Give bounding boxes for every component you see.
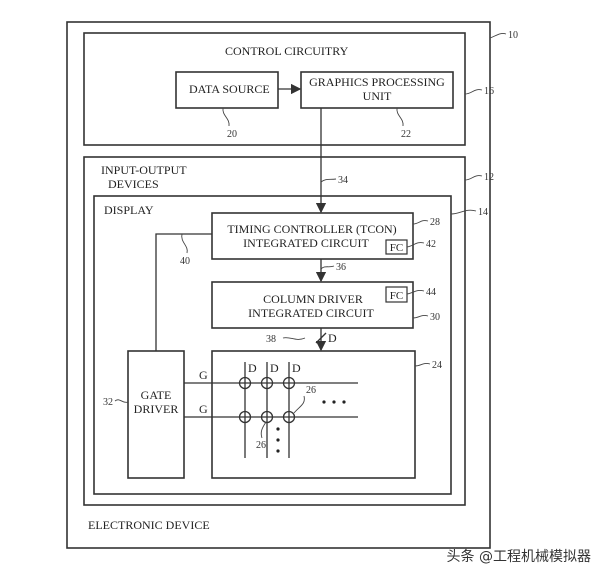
ref-14: 14 <box>478 207 488 218</box>
watermark: 头条 @工程机械模拟器 <box>446 549 591 565</box>
leader-22 <box>396 107 404 127</box>
data-line-3-label: D <box>292 361 301 375</box>
display-box <box>93 195 452 495</box>
column-driver-box <box>211 281 414 329</box>
leader-32 <box>114 399 129 403</box>
ref-28: 28 <box>430 217 440 228</box>
leader-26-b <box>260 421 267 439</box>
column-driver-label-line2: INTEGRATED CIRCUIT <box>248 306 374 320</box>
leader-36 <box>320 265 335 270</box>
ref-42: 42 <box>426 239 436 250</box>
pixel <box>282 410 296 424</box>
ref-22: 22 <box>401 129 411 140</box>
ref-20: 20 <box>227 129 237 140</box>
data-source-box <box>175 71 279 109</box>
gpu-box <box>300 71 454 109</box>
electronic-device-box <box>66 21 491 549</box>
fc-42-label: FC <box>390 242 403 254</box>
ref-10: 10 <box>508 30 518 41</box>
data-line-2-label: D <box>270 361 279 375</box>
ref-44: 44 <box>426 287 436 298</box>
leader-20 <box>222 107 230 127</box>
leader-38 <box>282 337 306 340</box>
data-line-1-label: D <box>248 361 257 375</box>
pixel <box>260 376 274 390</box>
leader-34 <box>320 178 337 183</box>
leader-14 <box>450 209 477 215</box>
gate-driver-label-line2: DRIVER <box>134 402 179 416</box>
vertical-ellipsis <box>276 427 280 453</box>
leader-30 <box>412 315 429 319</box>
fc-44-box <box>385 286 408 303</box>
electronic-device-label: ELECTRONIC DEVICE <box>88 518 210 532</box>
leader-16 <box>464 89 483 95</box>
ref-26-a: 26 <box>306 385 316 396</box>
tcon-label-line1: TIMING CONTROLLER (TCON) <box>227 222 396 236</box>
ref-26-b: 26 <box>256 440 266 451</box>
leader-10 <box>489 33 507 39</box>
gpu-label-line2: UNIT <box>363 89 392 103</box>
io-devices-label-line2: DEVICES <box>108 177 159 191</box>
leader-12 <box>464 175 483 181</box>
pixel <box>282 376 296 390</box>
ref-30: 30 <box>430 312 440 323</box>
io-devices-label-line1: INPUT-OUTPUT <box>101 163 187 177</box>
io-devices-box <box>83 156 466 506</box>
pixel <box>238 376 252 390</box>
ref-32: 32 <box>103 397 113 408</box>
pixel-grid <box>238 376 296 424</box>
control-circuitry-label: CONTROL CIRCUITRY <box>225 44 349 58</box>
ref-40: 40 <box>180 256 190 267</box>
pixel-array-box <box>211 350 416 479</box>
fc-44-label: FC <box>390 290 403 302</box>
gate-driver-box <box>127 350 185 479</box>
ref-24: 24 <box>432 360 442 371</box>
gate-line-2-label: G <box>199 402 208 416</box>
gate-line-1-label: G <box>199 368 208 382</box>
leader-26-a <box>293 395 305 414</box>
leader-28 <box>412 220 429 225</box>
bus-slash <box>315 332 327 344</box>
gate-driver-label-line1: GATE <box>141 388 172 402</box>
leader-24 <box>414 363 431 367</box>
ref-36: 36 <box>336 262 346 273</box>
gpu-label-line1: GRAPHICS PROCESSING <box>309 75 445 89</box>
pixel <box>260 410 274 424</box>
leader-40 <box>181 233 188 254</box>
leader-42 <box>406 242 425 248</box>
tcon-box <box>211 212 414 260</box>
line-tcon-to-gate-driver <box>155 233 212 351</box>
pixel <box>238 410 252 424</box>
data-source-label: DATA SOURCE <box>189 82 270 96</box>
tcon-label-line2: INTEGRATED CIRCUIT <box>243 236 369 250</box>
control-circuitry-box <box>83 32 466 146</box>
leader-44 <box>406 290 425 295</box>
column-driver-label-line1: COLUMN DRIVER <box>263 292 363 306</box>
ref-38: 38 <box>266 334 276 345</box>
column-bus-label: D <box>328 331 337 345</box>
horizontal-ellipsis <box>322 400 346 404</box>
ref-34: 34 <box>338 175 348 186</box>
ref-16: 16 <box>484 86 494 97</box>
ref-12: 12 <box>484 172 494 183</box>
display-label: DISPLAY <box>104 203 154 217</box>
